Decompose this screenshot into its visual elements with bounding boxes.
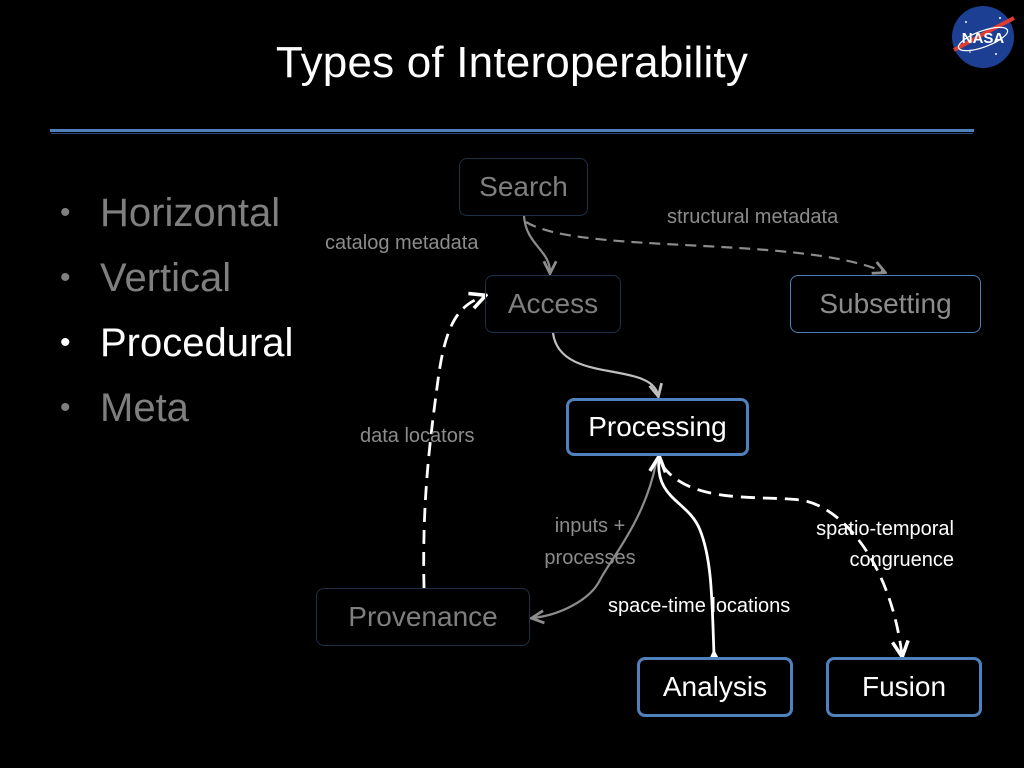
edge-access-processing (551, 332, 658, 395)
bullet-label: Vertical (100, 256, 232, 300)
edge-search-subsetting (525, 221, 884, 272)
edge-analysis-processing (659, 458, 714, 655)
bullet-icon: • (60, 326, 71, 359)
edge-search-access (522, 215, 550, 272)
label-catalog-metadata: catalog metadata (325, 232, 479, 254)
title-divider (50, 129, 974, 132)
edge-processing-provenance (533, 462, 658, 618)
bullet-icon: • (60, 391, 71, 424)
label-data-locators: data locators (360, 425, 475, 447)
slide-title: Types of Interoperability (275, 38, 749, 87)
label-spatio-temporal-congruence: spatio-temporal congruence (816, 518, 954, 571)
bullet-list: • Horizontal • Vertical • Procedural • Meta (60, 188, 293, 448)
bullet-item: • Vertical (60, 253, 293, 318)
nasa-logo: NASA (952, 6, 1015, 68)
bullet-label: Horizontal (100, 191, 281, 235)
bullet-icon: • (60, 261, 71, 294)
label-space-time-locations: space-time locations (608, 595, 791, 617)
bullet-item: • Meta (60, 383, 293, 448)
edge-processing-fusion (660, 464, 902, 655)
bullet-item: • Procedural (60, 318, 293, 383)
node-fusion: Fusion (826, 657, 982, 717)
node-processing: Processing (566, 398, 749, 456)
label-inputs-processes: inputs + processes (544, 515, 636, 569)
node-provenance: Provenance (316, 588, 530, 646)
bullet-label: Meta (100, 386, 189, 430)
node-subsetting: Subsetting (790, 275, 981, 333)
node-search: Search (459, 158, 588, 216)
bullet-label: Procedural (100, 321, 294, 365)
nasa-logo-text: NASA (962, 30, 1005, 47)
label-structural-metadata: structural metadata (667, 206, 839, 228)
node-access: Access (485, 275, 621, 333)
node-analysis: Analysis (637, 657, 793, 717)
bullet-item: • Horizontal (60, 188, 293, 253)
bullet-icon: • (60, 196, 71, 229)
